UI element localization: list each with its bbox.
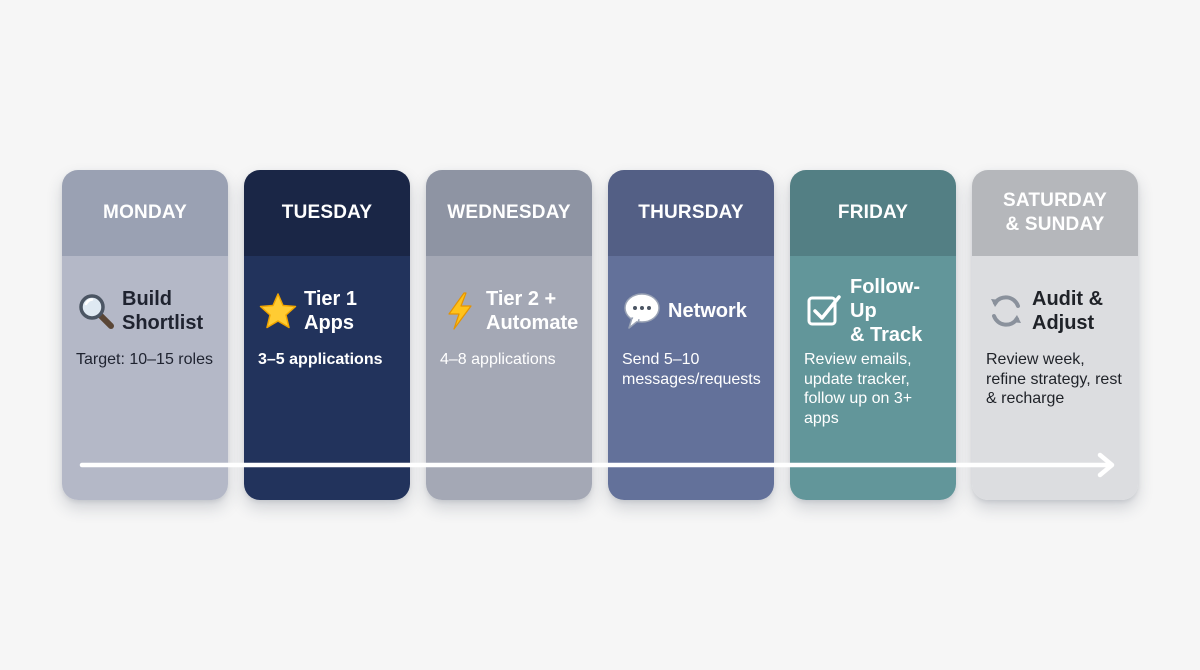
card-heading: TUESDAY (244, 170, 410, 256)
card-title: Follow-Up & Track (850, 276, 923, 346)
card-body: Build Shortlist Target: 10–15 roles (62, 256, 228, 500)
card-heading: MONDAY (62, 170, 228, 256)
card-title-row: Follow-Up & Track (804, 276, 942, 346)
lightning-icon (440, 291, 480, 331)
card-title-row: Tier 2 + Automate (440, 284, 578, 338)
card-heading: FRIDAY (790, 170, 956, 256)
timeline-arrow (79, 452, 1115, 478)
card-body: Network Send 5–10 messages/requests (608, 256, 774, 500)
refresh-icon (986, 291, 1026, 331)
card-heading: THURSDAY (608, 170, 774, 256)
card-body: Tier 1 Apps 3–5 applications (244, 256, 410, 500)
magnifier-icon (76, 291, 116, 331)
card-title: Audit & Adjust (1032, 288, 1104, 334)
card-title-row: Tier 1 Apps (258, 284, 396, 338)
weekly-plan-board: MONDAY Build Shortlist Target: 10–15 rol… (62, 170, 1138, 500)
card-weekend: SATURDAY & SUNDAY Audit & Adjust Review … (972, 170, 1138, 500)
card-description: 3–5 applications (258, 351, 383, 368)
card-title: Build Shortlist (122, 288, 204, 334)
card-heading: WEDNESDAY (426, 170, 592, 256)
card-title: Network (668, 300, 747, 322)
card-thursday: THURSDAY Network Send 5–10 messages/requ… (608, 170, 774, 500)
card-body: Tier 2 + Automate 4–8 applications (426, 256, 592, 500)
card-description: Target: 10–15 roles (76, 351, 213, 368)
speech-bubble-icon (622, 291, 662, 331)
card-tuesday: TUESDAY Tier 1 Apps 3–5 applications (244, 170, 410, 500)
card-title-row: Network (622, 284, 760, 338)
card-heading: SATURDAY & SUNDAY (972, 170, 1138, 256)
card-title: Tier 1 Apps (304, 288, 357, 334)
card-title: Tier 2 + Automate (486, 288, 579, 334)
card-monday: MONDAY Build Shortlist Target: 10–15 rol… (62, 170, 228, 500)
card-title-row: Audit & Adjust (986, 284, 1124, 338)
card-wednesday: WEDNESDAY Tier 2 + Automate 4–8 applicat… (426, 170, 592, 500)
checkbox-icon (804, 291, 844, 331)
card-description: Send 5–10 messages/requests (622, 351, 761, 388)
card-description: Review week, refine strategy, rest & rec… (986, 351, 1122, 407)
star-icon (258, 291, 298, 331)
card-description: 4–8 applications (440, 351, 556, 368)
card-friday: FRIDAY Follow-Up & Track Review emails, … (790, 170, 956, 500)
card-title-row: Build Shortlist (76, 284, 214, 338)
card-body: Follow-Up & Track Review emails, update … (790, 256, 956, 500)
card-body: Audit & Adjust Review week, refine strat… (972, 256, 1138, 500)
card-description: Review emails, update tracker, follow up… (804, 351, 913, 427)
